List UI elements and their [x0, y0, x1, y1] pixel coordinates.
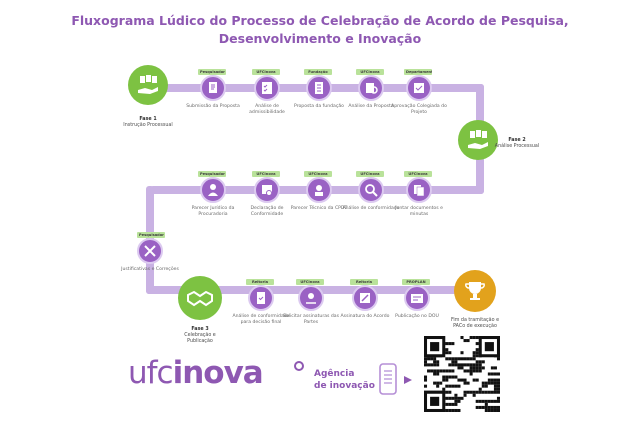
- phase3-circle: [178, 276, 222, 320]
- step7-label: Análise de conformidade: [342, 206, 400, 211]
- magnifier-icon: [365, 184, 378, 197]
- end-label: Fim da tramitação e PACo de execução: [450, 318, 500, 329]
- step-tag: Fundação: [304, 69, 332, 75]
- step12-label: Análise de conformidade para decisão fin…: [232, 314, 290, 325]
- step13-label: Solicitar assinaturas das Partes: [282, 314, 340, 325]
- step5-label: Aprovação Colegiada do Projeto: [391, 104, 447, 115]
- phase1-name: Fase 1: [139, 117, 157, 122]
- step12-node: [248, 285, 274, 311]
- step9-node: [254, 177, 280, 203]
- approval-icon: [414, 83, 424, 93]
- logo-ufc: ufc: [128, 355, 174, 391]
- lawyer-icon: [208, 184, 218, 196]
- phase3-name: Fase 3: [191, 327, 209, 332]
- phase2-name: Fase 2: [508, 138, 526, 143]
- step2-node: [254, 75, 280, 101]
- agencia-line1: Agência: [314, 369, 355, 379]
- step-tag: Departamento: [404, 69, 432, 75]
- technical-opinion-icon: [315, 185, 323, 196]
- trophy-icon: [465, 282, 485, 300]
- step3-node: [306, 75, 332, 101]
- pen-sign-icon: [360, 293, 370, 303]
- page-title-line1: Fluxograma Lúdico do Processo de Celebra…: [71, 13, 569, 28]
- step1-label: Submissão da Proposta: [186, 104, 240, 109]
- step14-node: [352, 285, 378, 311]
- qr-code-icon[interactable]: [424, 336, 500, 412]
- step4-label: Análise da Proposta: [348, 104, 394, 109]
- phase2-circle: [458, 120, 498, 160]
- tools-icon: [144, 245, 156, 257]
- step8-node: [306, 177, 332, 203]
- step-tag: UFCInova: [252, 69, 280, 75]
- step5-node: [406, 75, 432, 101]
- step1-node: [200, 75, 226, 101]
- logo-mark-icon: [294, 361, 304, 371]
- step4-node: [358, 75, 384, 101]
- documents-icon: [414, 185, 425, 197]
- step3-label: Proposta da fundação: [294, 104, 344, 109]
- ufc-inova-logo: ufcinova: [128, 355, 264, 391]
- step13-node: [298, 285, 324, 311]
- step15-label: Publicação no DOU: [395, 314, 439, 319]
- logo-inova: inova: [172, 355, 264, 391]
- certificate-icon: [262, 185, 272, 196]
- step11-node: [137, 238, 163, 264]
- handshake-icon: [187, 290, 213, 307]
- phase1-circle: [128, 65, 168, 105]
- step10-label: Parecer Jurídico da Procuradoria: [191, 206, 235, 217]
- signature-request-icon: [306, 293, 316, 304]
- step-tag: PROPLAN: [402, 279, 430, 285]
- step6-label: Juntar documentos e minutas: [395, 206, 443, 217]
- documents-hand-icon: [468, 130, 488, 149]
- step-tag: UFCInova: [296, 279, 324, 285]
- phone-scan-icon: [379, 363, 412, 395]
- step-tag: Reitoria: [350, 279, 378, 285]
- documents-hand-icon: [138, 75, 158, 94]
- agencia-line2: de inovação: [314, 381, 375, 391]
- step7-node: [358, 177, 384, 203]
- step6-node: [406, 177, 432, 203]
- step-tag: UFCInova: [356, 171, 384, 177]
- step-tag: UFCInova: [356, 69, 384, 75]
- step-tag: Reitoria: [246, 279, 274, 285]
- analysis-icon: [366, 83, 378, 94]
- step-tag: Pesquisador: [137, 232, 165, 238]
- phase3-desc: Celebração e Publicação: [184, 333, 216, 344]
- step-tag: UFCInova: [252, 171, 280, 177]
- step-tag: UFCInova: [404, 171, 432, 177]
- page-title-line2: Desenvolvimento e Inovação: [218, 31, 422, 46]
- document-check-icon: [257, 292, 265, 304]
- newspaper-icon: [411, 294, 423, 303]
- agencia-text: Agência de inovação: [314, 368, 375, 392]
- phase1-desc: Instrução Processual: [123, 123, 173, 128]
- phase2-desc: Análise Processual: [494, 144, 540, 149]
- step10-node: [200, 177, 226, 203]
- document-send-icon: [209, 82, 217, 93]
- step-tag: Pesquisador: [198, 171, 226, 177]
- step8-label: Parecer Técnico da CPDT: [290, 206, 348, 211]
- step14-label: Assinatura do Acordo: [340, 314, 390, 319]
- document-icon: [315, 82, 323, 94]
- step2-label: Análise de admissibilidade: [249, 104, 285, 115]
- step9-label: Declaração de Conformidade: [250, 206, 284, 217]
- step-tag: UFCInova: [304, 171, 332, 177]
- checklist-icon: [262, 82, 272, 94]
- end-circle: [454, 270, 496, 312]
- step15-node: [404, 285, 430, 311]
- step-tag: Pesquisador: [198, 69, 226, 75]
- step11-label: Justificativas e Correções: [121, 267, 179, 272]
